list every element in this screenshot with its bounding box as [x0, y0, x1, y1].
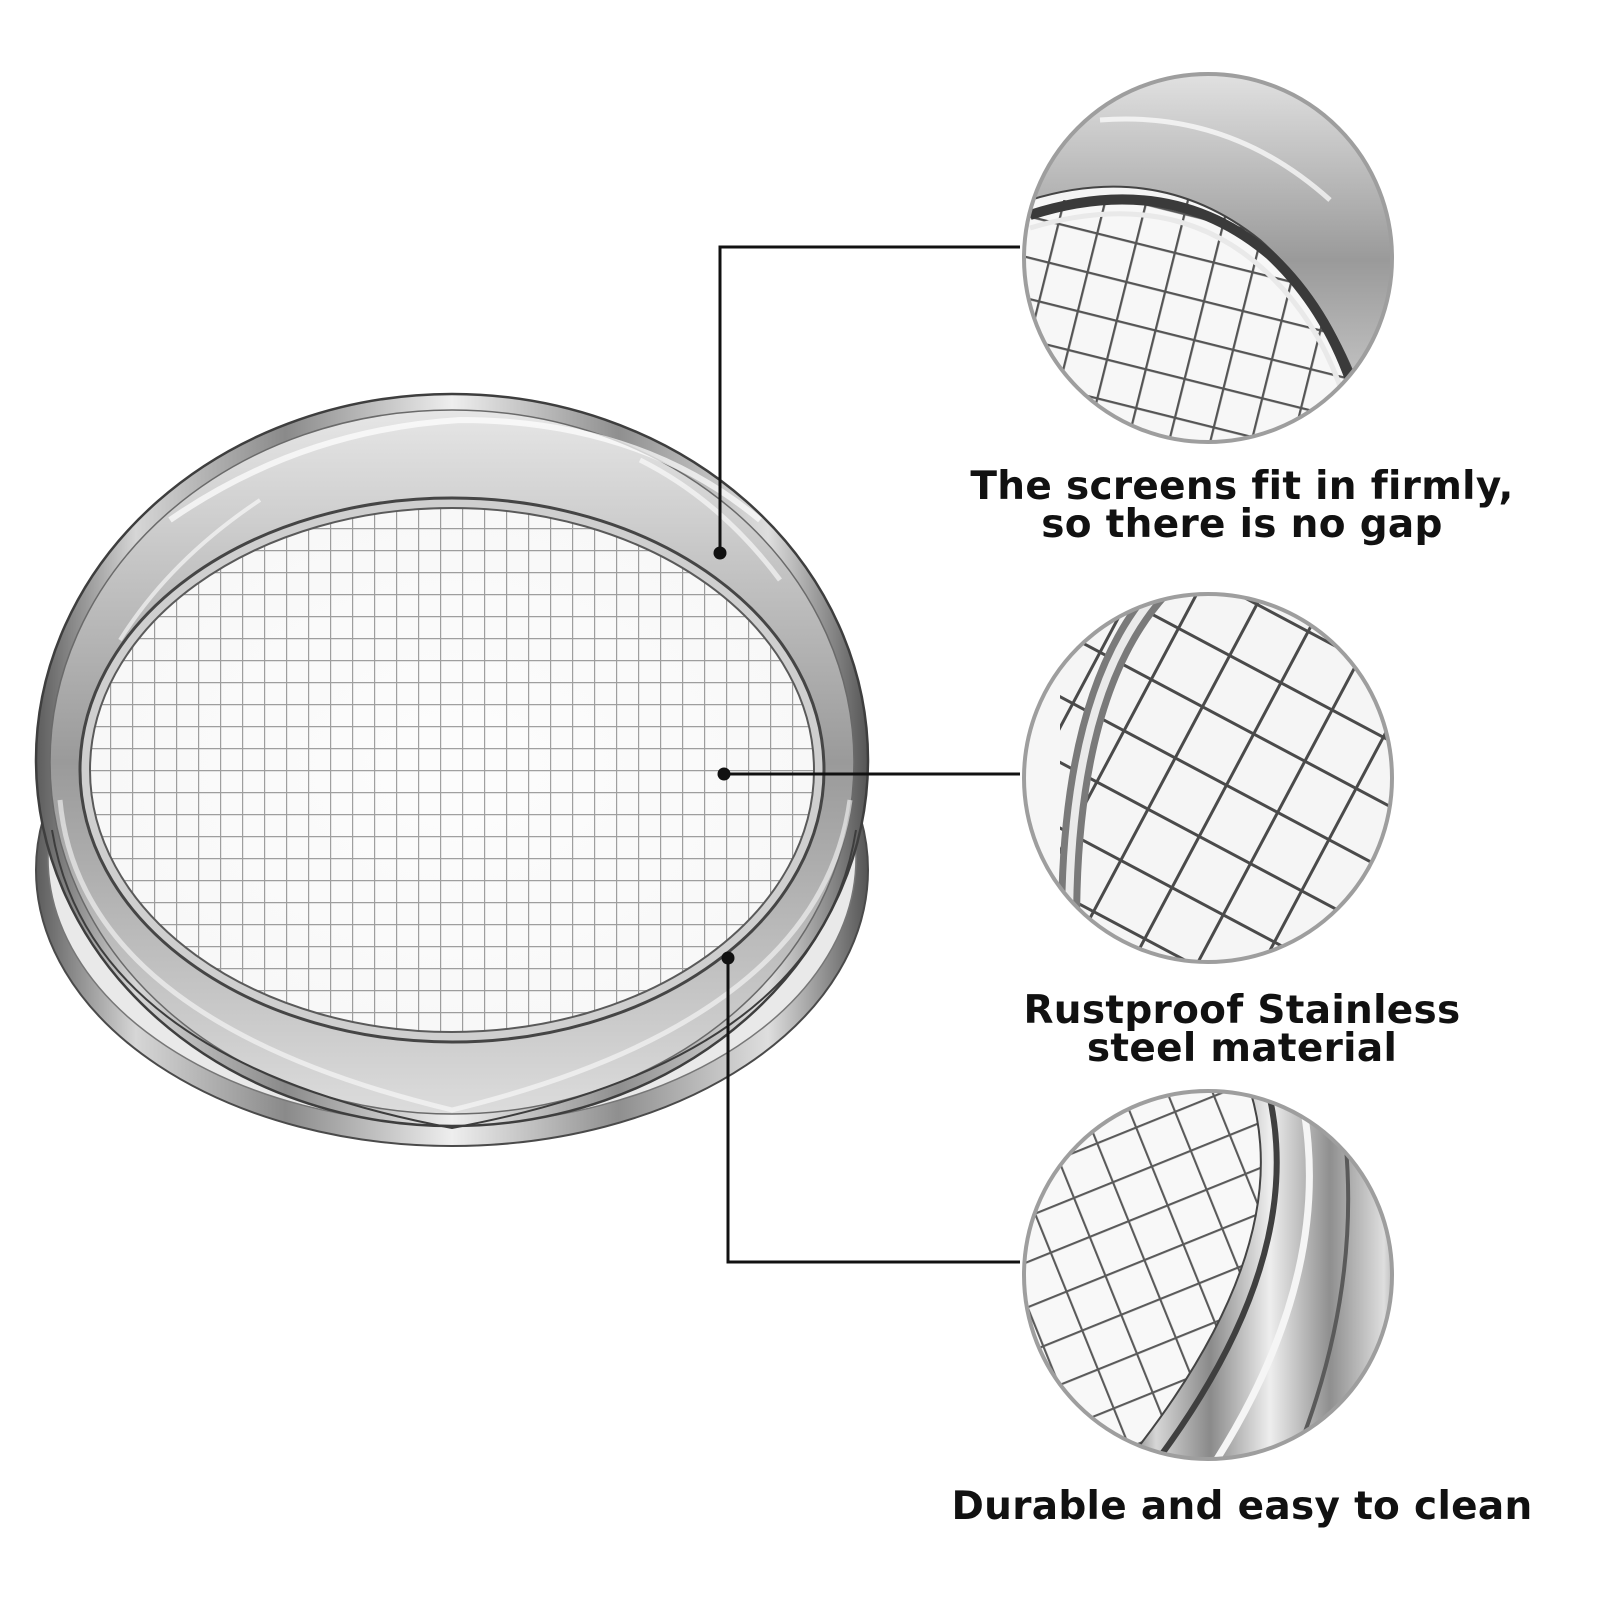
callout-dot-3 — [721, 951, 735, 965]
detail-circle-durable — [1022, 1089, 1394, 1461]
feature-caption-fit: The screens fit in firmly, so there is n… — [970, 464, 1514, 547]
sieve-mesh-screen — [89, 507, 815, 1033]
callout-line-3 — [726, 958, 1020, 1264]
detail-circle-mesh — [1022, 592, 1394, 964]
callout-dot-1 — [713, 546, 727, 560]
callout-lines — [718, 245, 1020, 1264]
feature-caption-durable: Durable and easy to clean — [951, 1484, 1533, 1529]
callout-line-1 — [718, 245, 1020, 553]
sieve-main-image — [34, 392, 870, 1147]
feature-caption-material: Rustproof Stainless steel material — [1023, 988, 1461, 1071]
callout-dot-2 — [717, 767, 731, 781]
detail-circle-rim-fit — [1022, 72, 1394, 444]
